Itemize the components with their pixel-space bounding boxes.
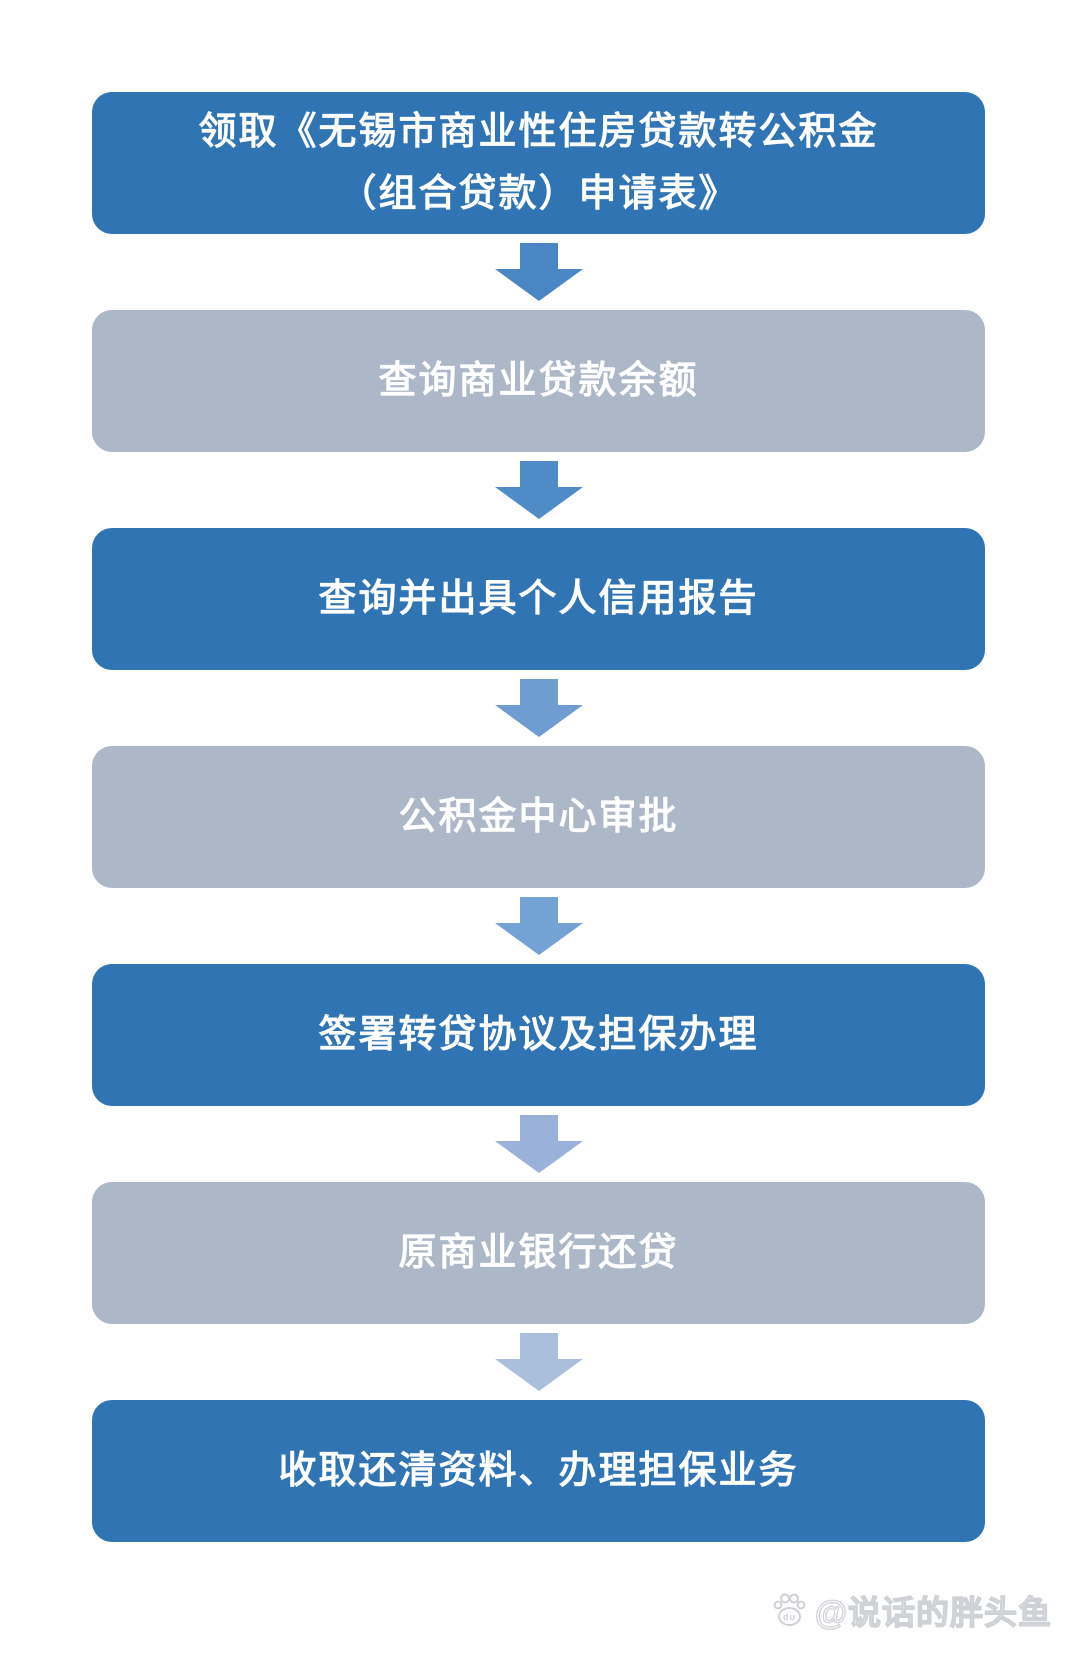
step-label: 查询并出具个人信用报告 [318,578,759,620]
watermark-text: @说话的胖头鱼 [814,1593,1052,1631]
step-label: 原商业银行还贷 [398,1232,679,1274]
arrow-zone [92,234,985,310]
step-label: 签署转贷协议及担保办理 [318,1014,759,1056]
flowchart-step-1: 领取《无锡市商业性住房贷款转公积金 （组合贷款）申请表》 [92,92,985,234]
flowchart-step-3: 查询并出具个人信用报告 [92,528,985,670]
flowchart-step-5: 签署转贷协议及担保办理 [92,964,985,1106]
step-label: 收取还清资料、办理担保业务 [278,1450,799,1492]
svg-text:du: du [783,1612,796,1622]
loan-conversion-flowchart: 领取《无锡市商业性住房贷款转公积金 （组合贷款）申请表》 查询商业贷款余额 查询… [92,92,985,1542]
step-label-line: （组合贷款）申请表》 [338,173,739,215]
step-label: 公积金中心审批 [398,796,679,838]
flowchart-step-6: 原商业银行还贷 [92,1182,985,1324]
watermark: du @说话的胖头鱼 [771,1586,1052,1634]
arrow-zone [92,1324,985,1400]
baidu-paw-icon: du [773,1593,806,1626]
down-arrow-icon [494,1115,583,1173]
down-arrow-icon [494,679,583,737]
flowchart-step-4: 公积金中心审批 [92,746,985,888]
step-label: 查询商业贷款余额 [378,360,699,402]
down-arrow-icon [494,461,583,519]
flowchart-step-7: 收取还清资料、办理担保业务 [92,1400,985,1542]
arrow-zone [92,888,985,964]
down-arrow-icon [494,243,583,301]
down-arrow-icon [494,897,583,955]
arrow-zone [92,452,985,528]
arrow-zone [92,1106,985,1182]
step-label-line: 领取《无锡市商业性住房贷款转公积金 [198,111,879,153]
down-arrow-icon [494,1333,583,1391]
flowchart-step-2: 查询商业贷款余额 [92,310,985,452]
arrow-zone [92,670,985,746]
